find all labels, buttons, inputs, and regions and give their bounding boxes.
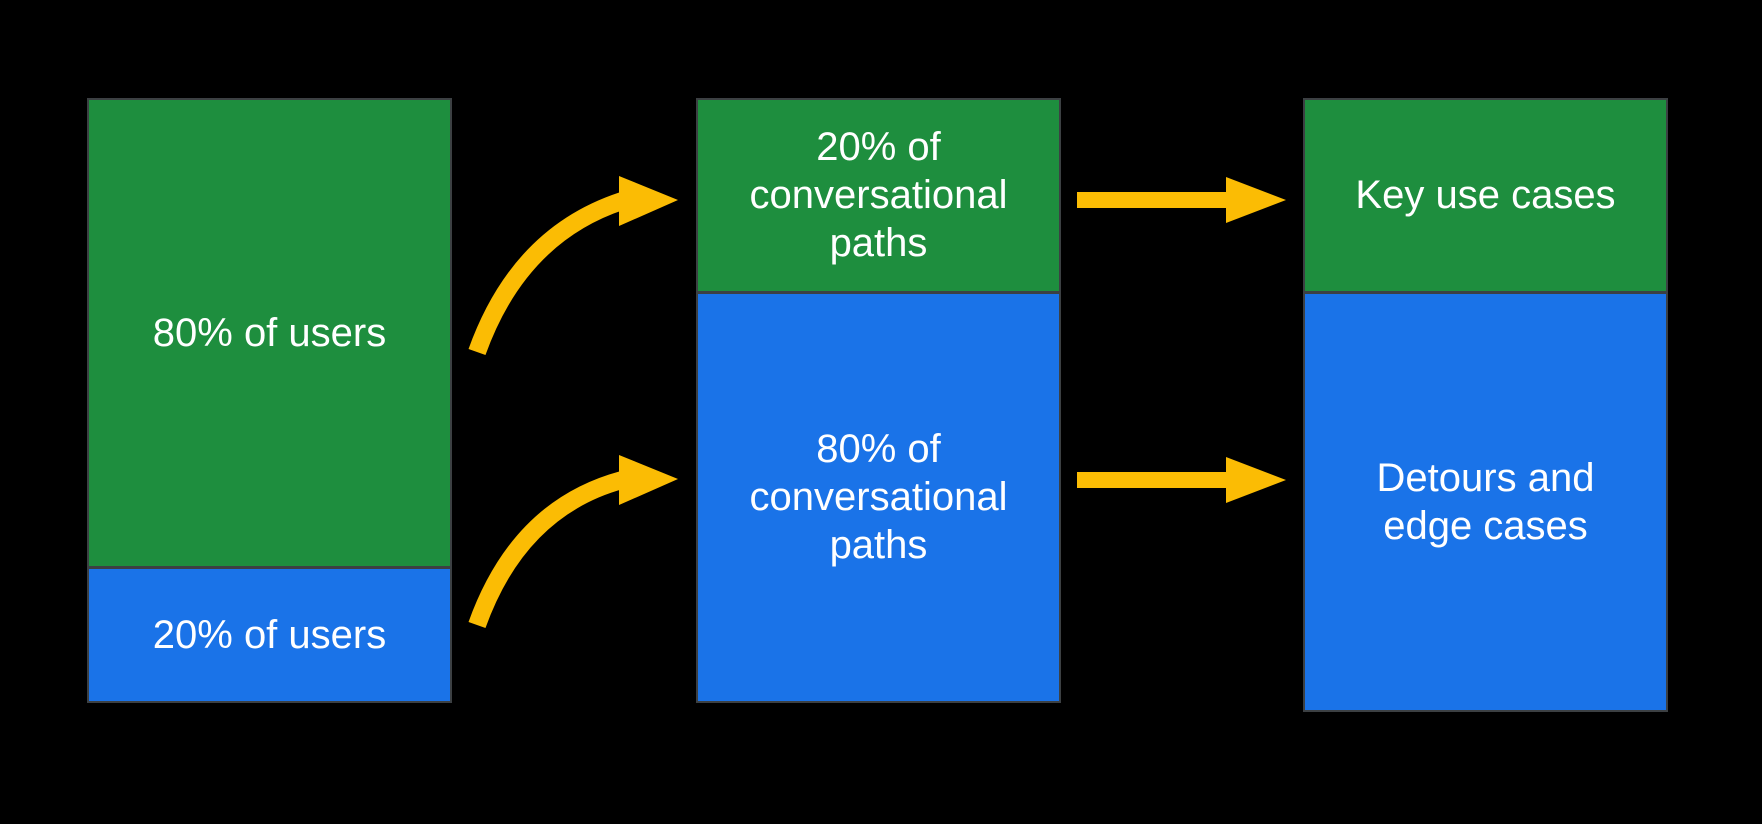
straight-arrow-bottom-icon [1077, 457, 1286, 503]
column-users: 80% of users 20% of users [87, 98, 452, 703]
segment-detours-edge-cases: Detours and edge cases [1305, 290, 1666, 710]
segment-label: 80% of users [152, 310, 387, 355]
curved-arrow-top-icon [468, 176, 678, 356]
segment-80-percent-paths: 80% of conversational paths [698, 290, 1059, 701]
segment-label: Detours and edge cases [1376, 455, 1595, 548]
segment-label: 20% of users [152, 612, 387, 657]
segment-label: 20% of conversational paths [749, 125, 1008, 266]
curved-arrow-bottom-icon [468, 455, 678, 629]
column-conversational-paths: 20% of conversational paths 80% of conve… [696, 98, 1061, 703]
segment-key-use-cases: Key use cases [1305, 100, 1666, 291]
segment-20-percent-paths: 20% of conversational paths [698, 100, 1059, 291]
straight-arrow-top-icon [1077, 177, 1286, 223]
segment-80-percent-users: 80% of users [89, 100, 450, 566]
column-use-cases: Key use cases Detours and edge cases [1303, 98, 1668, 712]
segment-20-percent-users: 20% of users [89, 565, 450, 701]
segment-label: 80% of conversational paths [749, 427, 1008, 568]
segment-label: Key use cases [1355, 173, 1616, 218]
